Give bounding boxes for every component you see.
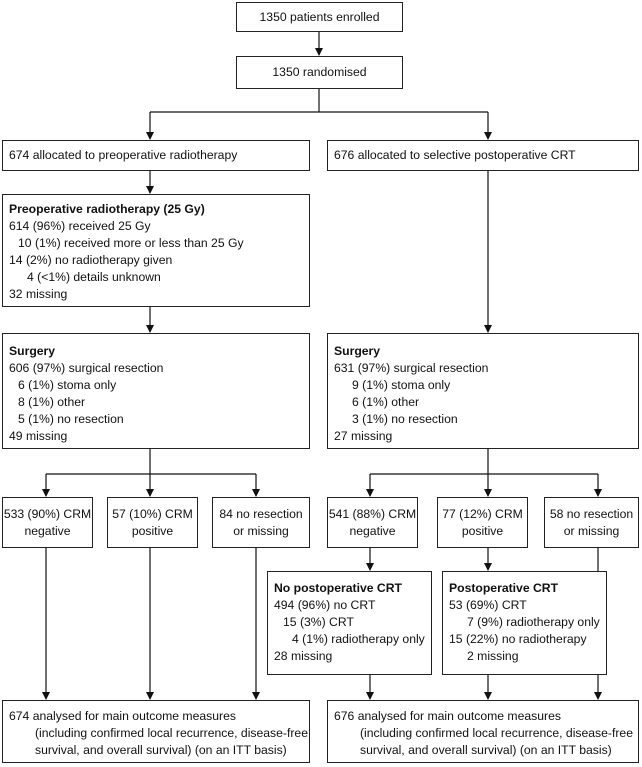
right-surgery-line: 631 (97%) surgical resection	[334, 361, 489, 375]
no-postop-line: 4 (1%) radiotherapy only	[292, 632, 425, 646]
outcome-line: 541 (88%) CRM	[328, 506, 417, 521]
right-analysed-line: (including confirmed local recurrence, d…	[360, 726, 633, 740]
left-surgery-line: 6 (1%) stoma only	[18, 378, 117, 392]
left-surgery-line: 606 (97%) surgical resection	[9, 361, 164, 375]
preop-line: 10 (1%) received more or less than 25 Gy	[18, 236, 244, 250]
left-analysed-box: 674 analysed for main outcome measures (…	[2, 700, 310, 763]
preop-line: 14 (2%) no radiotherapy given	[9, 253, 173, 267]
preop-line: 32 missing	[9, 287, 68, 301]
randomised-text: 1350 randomised	[272, 65, 367, 79]
right-surgery-box: Surgery 631 (97%) surgical resection 9 (…	[327, 333, 639, 449]
right-surgery-title: Surgery	[334, 344, 381, 358]
outcome-line: positive	[461, 523, 504, 538]
no-postop-line: 28 missing	[274, 649, 333, 663]
right-analysed-box: 676 analysed for main outcome measures (…	[327, 700, 639, 763]
preop-line: 614 (96%) received 25 Gy	[9, 219, 151, 233]
outcome-line: or missing	[563, 523, 620, 538]
outcome-line: 77 (12%) CRM	[442, 506, 523, 521]
randomised-box: 1350 randomised	[236, 56, 403, 89]
outcome-line: or missing	[233, 523, 289, 538]
no-postop-line: 15 (3%) CRT	[283, 615, 354, 629]
right-crm-negative-box: 541 (88%) CRM negative	[327, 497, 418, 548]
left-surgery-line: 8 (1%) other	[18, 395, 86, 409]
left-no-resection-box: 84 no resection or missing	[212, 497, 310, 548]
right-surgery-line: 6 (1%) other	[352, 395, 420, 409]
enrolled-box: 1350 patients enrolled	[236, 2, 403, 32]
right-allocation-box: 676 allocated to selective postoperative…	[327, 140, 639, 171]
outcome-line: 84 no resection	[219, 506, 303, 521]
preop-radiotherapy-box: Preoperative radiotherapy (25 Gy) 614 (9…	[2, 194, 310, 307]
right-surgery-line: 9 (1%) stoma only	[352, 378, 451, 392]
postop-line: 15 (22%) no radiotherapy	[449, 632, 587, 646]
no-postop-crt-box: No postoperative CRT 494 (96%) no CRT 15…	[267, 571, 432, 675]
outcome-line: positive	[131, 523, 174, 538]
left-surgery-line: 49 missing	[9, 429, 68, 443]
no-postop-line: 494 (96%) no CRT	[274, 598, 376, 612]
right-analysed-line: survival, and overall survival) (on an I…	[360, 743, 612, 757]
postop-line: 2 missing	[467, 649, 519, 663]
left-analysed-line: 674 analysed for main outcome measures	[9, 709, 236, 723]
left-allocation-box: 674 allocated to preoperative radiothera…	[2, 140, 310, 171]
left-crm-negative-box: 533 (90%) CRM negative	[2, 497, 93, 548]
right-no-resection-box: 58 no resection or missing	[544, 497, 639, 548]
outcome-line: 533 (90%) CRM	[3, 506, 92, 521]
left-analysed-line: (including confirmed local recurrence, d…	[35, 726, 308, 740]
enrolled-text: 1350 patients enrolled	[259, 9, 380, 24]
postop-crt-box: Postoperative CRT 53 (69%) CRT 7 (9%) ra…	[442, 571, 607, 675]
right-allocation-text: 676 allocated to selective postoperative…	[334, 148, 576, 162]
left-surgery-line: 5 (1%) no resection	[18, 412, 124, 426]
preop-line: 4 (<1%) details unknown	[27, 270, 161, 284]
left-surgery-title: Surgery	[9, 344, 56, 358]
postop-line: 7 (9%) radiotherapy only	[467, 615, 600, 629]
left-analysed-line: survival, and overall survival) (on an I…	[35, 743, 287, 757]
no-postop-title: No postoperative CRT	[274, 581, 402, 595]
right-surgery-line: 3 (1%) no resection	[352, 412, 458, 426]
postop-title: Postoperative CRT	[449, 581, 559, 595]
outcome-line: negative	[24, 523, 71, 538]
left-allocation-text: 674 allocated to preoperative radiothera…	[9, 148, 238, 162]
right-surgery-line: 27 missing	[334, 429, 393, 443]
postop-line: 53 (69%) CRT	[449, 598, 527, 612]
right-analysed-line: 676 analysed for main outcome measures	[334, 709, 561, 723]
outcome-line: 57 (10%) CRM	[112, 506, 193, 521]
outcome-line: negative	[349, 523, 396, 538]
left-surgery-box: Surgery 606 (97%) surgical resection 6 (…	[2, 333, 310, 449]
left-crm-positive-box: 57 (10%) CRM positive	[107, 497, 198, 548]
right-crm-positive-box: 77 (12%) CRM positive	[437, 497, 528, 548]
outcome-line: 58 no resection	[549, 506, 634, 521]
preop-radiotherapy-title: Preoperative radiotherapy (25 Gy)	[9, 202, 205, 216]
